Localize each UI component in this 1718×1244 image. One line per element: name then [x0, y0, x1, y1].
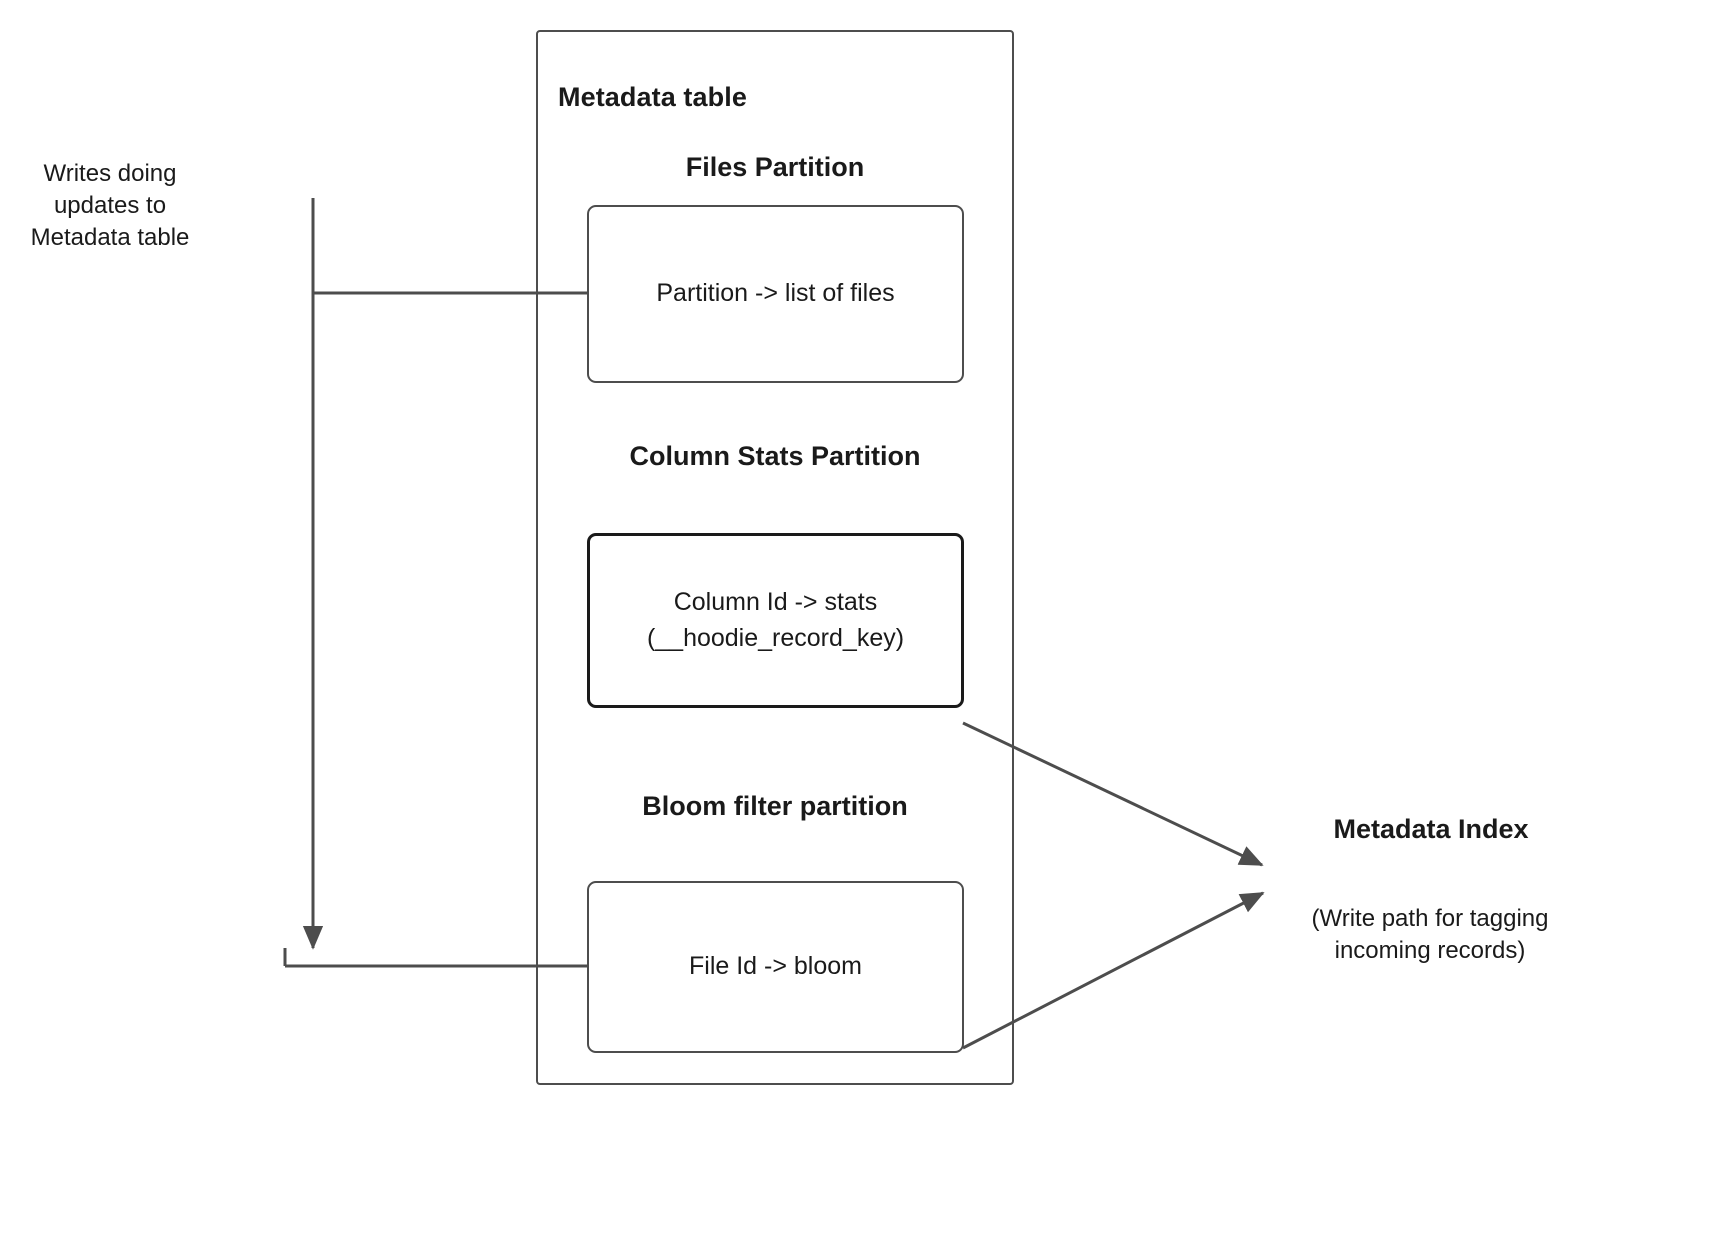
metadata-index-subtitle: (Write path for tagging incoming records… — [1311, 905, 1549, 965]
files-partition-box: Partition -> list of files — [587, 205, 964, 383]
files-partition-box-text: Partition -> list of files — [656, 279, 895, 308]
metadata-table-title: Metadata table — [558, 82, 747, 112]
column-stats-partition-box: Column Id -> stats (__hoodie_record_key) — [587, 533, 964, 708]
bloom-filter-partition-heading: Bloom filter partition — [642, 791, 908, 821]
writes-annotation: Writes doing updates to Metadata table — [30, 160, 190, 251]
column-stats-partition-heading: Column Stats Partition — [629, 441, 921, 471]
bloom-filter-partition-box-text: File Id -> bloom — [689, 952, 862, 981]
column-stats-partition-box-text: Column Id -> stats (__hoodie_record_key) — [646, 588, 905, 652]
metadata-table-container — [536, 30, 1014, 1085]
bloom-filter-partition-box: File Id -> bloom — [587, 881, 964, 1053]
files-partition-heading: Files Partition — [685, 152, 865, 182]
metadata-index-title: Metadata Index — [1333, 814, 1529, 844]
